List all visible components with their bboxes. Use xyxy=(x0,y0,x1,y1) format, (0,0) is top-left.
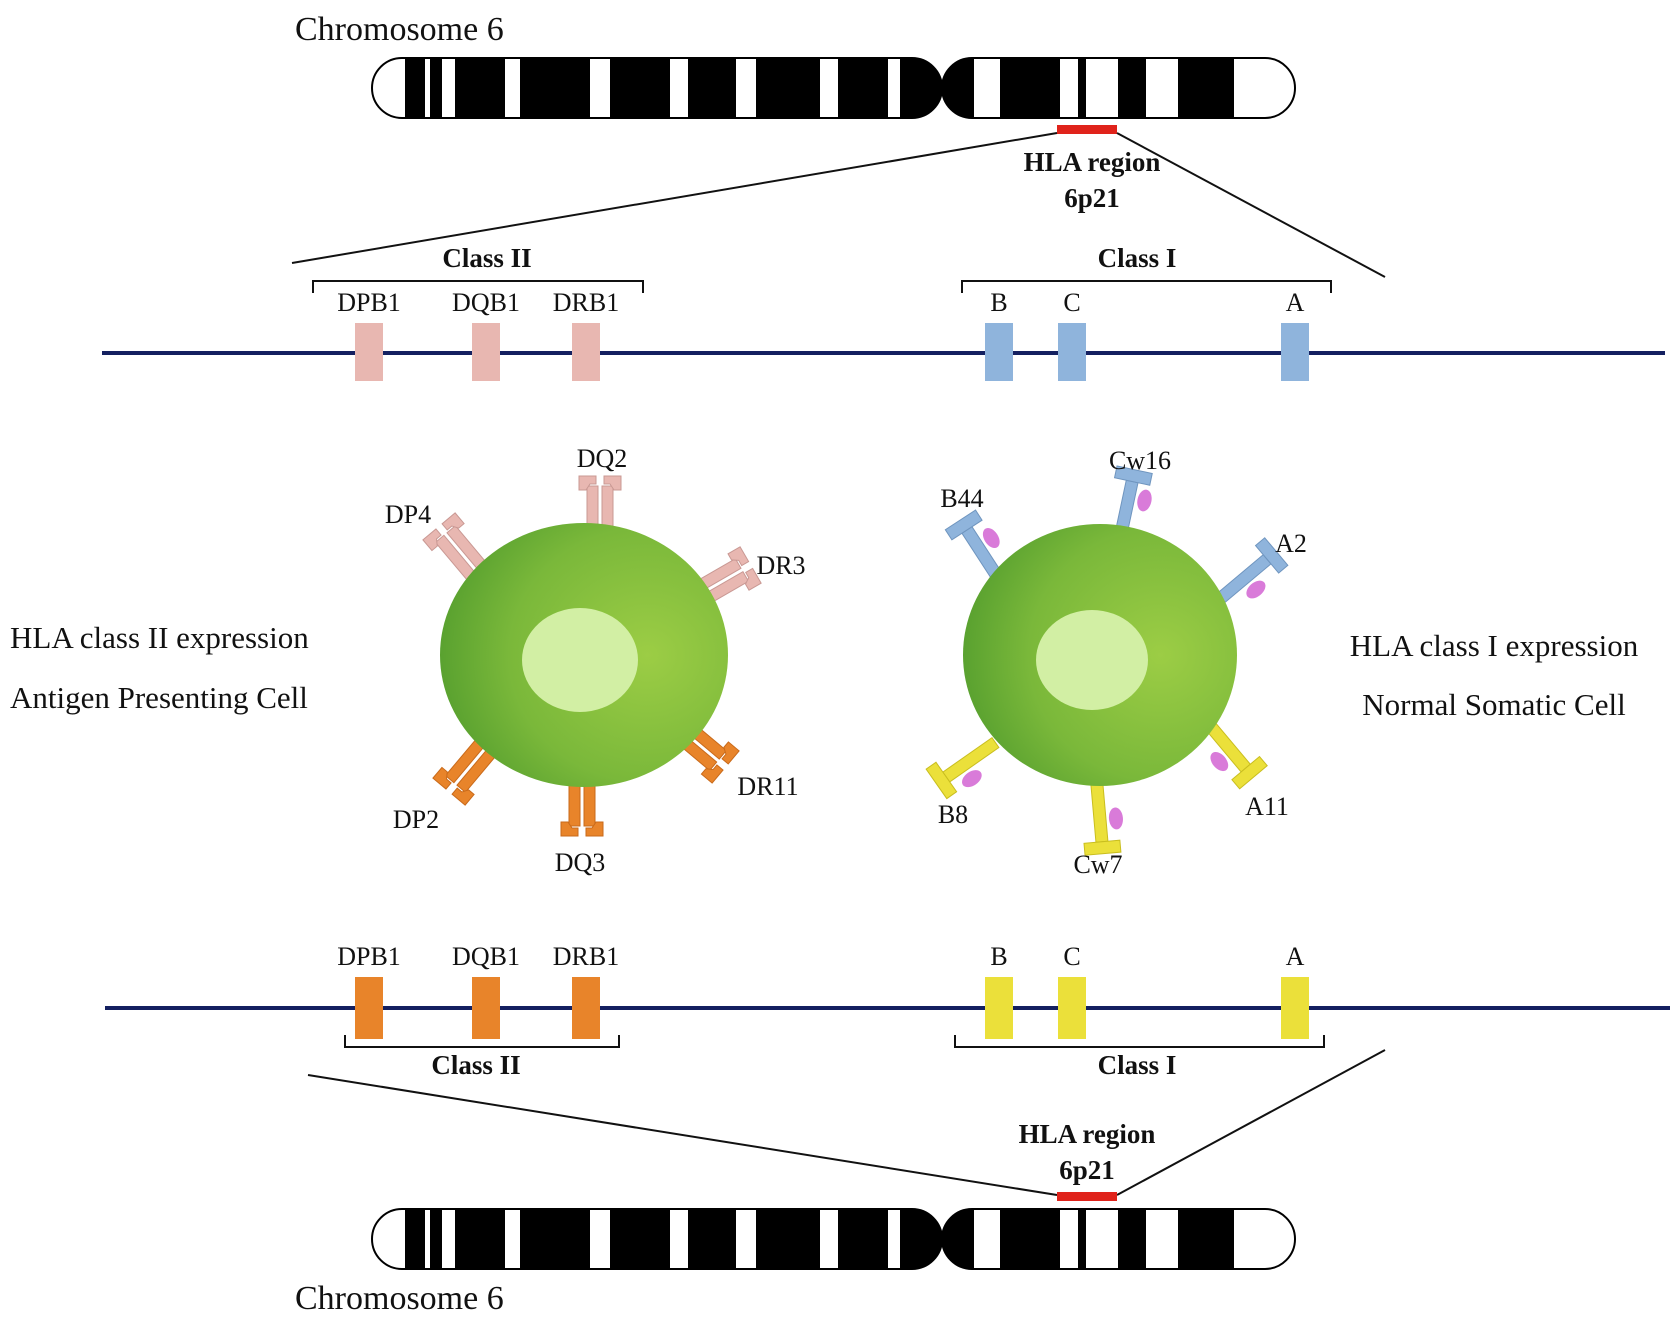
gene-marker-dqb1-bottom xyxy=(472,977,500,1039)
chromosome-bottom xyxy=(371,1208,1296,1270)
class1-label-top: Class I xyxy=(1098,243,1177,273)
gene-marker-dpb1-bottom xyxy=(355,977,383,1039)
molecule-label-dr3: DR3 xyxy=(756,551,805,580)
gene-marker-drb1-bottom xyxy=(572,977,600,1039)
somatic-caption-line2: Normal Somatic Cell xyxy=(1362,687,1625,722)
class2-molecule-dq2 xyxy=(578,475,622,539)
hla-region-locus-top: 6p21 xyxy=(1064,183,1120,213)
gene-label-drb1-bottom: DRB1 xyxy=(553,942,619,971)
class2-gene-markers-bottom xyxy=(355,977,600,1039)
class1-gene-markers-top xyxy=(985,323,1309,381)
gene-marker-b-top xyxy=(985,323,1013,381)
molecule-label-cw16: Cw16 xyxy=(1109,446,1171,475)
chromosome-label-top: Chromosome 6 xyxy=(295,11,504,48)
class2-bracket-bottom xyxy=(344,1035,620,1048)
gene-label-c-bottom: C xyxy=(1063,942,1080,971)
gene-label-drb1-top: DRB1 xyxy=(553,288,619,317)
apc-cell xyxy=(422,475,762,837)
gene-label-dqb1-bottom: DQB1 xyxy=(452,942,520,971)
class1-bracket-bottom xyxy=(954,1035,1325,1048)
class1-molecule-b8 xyxy=(925,736,1000,800)
apc-cell-nucleus xyxy=(522,608,638,712)
chromosome-top xyxy=(371,57,1296,119)
gene-marker-dpb1-top xyxy=(355,323,383,381)
molecule-label-b8: B8 xyxy=(938,800,968,829)
zoom-line-left-bottom xyxy=(307,1074,1058,1196)
hla-region-label-bottom: HLA region xyxy=(1019,1119,1156,1149)
class2-molecule-dp4 xyxy=(422,512,490,583)
molecule-label-b44: B44 xyxy=(940,484,983,513)
class2-molecule-dq3 xyxy=(560,773,604,837)
molecule-label-dr11: DR11 xyxy=(737,772,798,801)
somatic-cell xyxy=(925,465,1289,856)
somatic-cell-nucleus xyxy=(1036,610,1148,710)
gene-marker-c-top xyxy=(1058,323,1086,381)
gene-label-dpb1-top: DPB1 xyxy=(337,288,401,317)
molecule-label-a11: A11 xyxy=(1245,792,1289,821)
molecule-label-dp4: DP4 xyxy=(385,500,431,529)
hla-region-marker-top xyxy=(1057,125,1117,134)
gene-label-b-top: B xyxy=(990,288,1007,317)
zoom-line-left-top xyxy=(291,132,1058,264)
class1-label-bottom: Class I xyxy=(1098,1050,1177,1080)
class1-bracket-top xyxy=(961,280,1332,293)
molecule-label-dq2: DQ2 xyxy=(577,444,628,473)
class1-molecule-b44 xyxy=(944,509,1006,585)
hla-region-marker-bottom xyxy=(1057,1192,1117,1201)
molecule-label-dp2: DP2 xyxy=(393,805,439,834)
gene-label-a-bottom: A xyxy=(1286,942,1305,971)
zoom-line-right-bottom xyxy=(1116,1049,1386,1196)
gene-label-b-bottom: B xyxy=(990,942,1007,971)
chromosome-top-bands xyxy=(405,58,1234,118)
apc-caption-line1: HLA class II expression xyxy=(10,620,309,655)
hla-region-locus-bottom: 6p21 xyxy=(1059,1155,1115,1185)
class2-label-top: Class II xyxy=(442,243,531,273)
class1-gene-markers-bottom xyxy=(985,977,1309,1039)
gene-label-dqb1-top: DQB1 xyxy=(452,288,520,317)
gene-marker-drb1-top xyxy=(572,323,600,381)
molecule-label-a2: A2 xyxy=(1275,529,1307,558)
class2-gene-markers-top xyxy=(355,323,600,381)
class1-molecule-a2 xyxy=(1216,537,1289,604)
class2-label-bottom: Class II xyxy=(431,1050,520,1080)
class1-molecule-a11 xyxy=(1201,717,1268,790)
gene-label-a-top: A xyxy=(1286,288,1305,317)
chromosome-label-bottom: Chromosome 6 xyxy=(295,1280,504,1317)
apc-caption-line2: Antigen Presenting Cell xyxy=(10,680,308,715)
hla-region-label-top: HLA region xyxy=(1024,147,1161,177)
somatic-caption-line1: HLA class I expression xyxy=(1350,628,1639,663)
class2-molecule-dp2 xyxy=(432,735,500,806)
class1-molecule-cw7 xyxy=(1083,780,1123,856)
chromosome-bottom-bands xyxy=(405,1209,1234,1269)
molecule-label-dq3: DQ3 xyxy=(555,848,606,877)
gene-label-c-top: C xyxy=(1063,288,1080,317)
gene-marker-b-bottom xyxy=(985,977,1013,1039)
gene-marker-dqb1-top xyxy=(472,323,500,381)
class2-bracket-top xyxy=(312,280,644,293)
gene-marker-a-bottom xyxy=(1281,977,1309,1039)
zoom-line-right-top xyxy=(1116,132,1386,278)
gene-marker-c-bottom xyxy=(1058,977,1086,1039)
gene-label-dpb1-bottom: DPB1 xyxy=(337,942,401,971)
molecule-label-cw7: Cw7 xyxy=(1073,850,1122,879)
gene-marker-a-top xyxy=(1281,323,1309,381)
class1-molecule-cw16 xyxy=(1113,465,1153,543)
